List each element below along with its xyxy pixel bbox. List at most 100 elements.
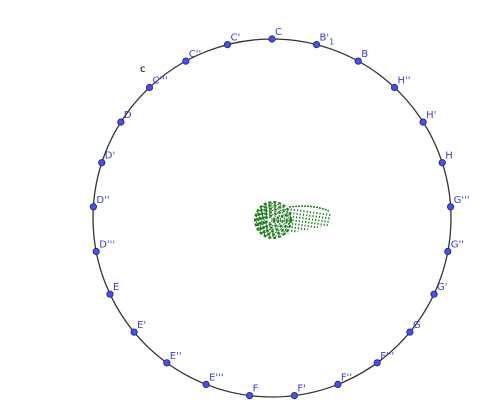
shell-hatch: [290, 208, 296, 233]
circle-point[interactable]: E: [106, 282, 120, 298]
point-marker[interactable]: [373, 359, 381, 367]
point-marker[interactable]: [354, 57, 362, 65]
point-label: E: [113, 282, 119, 293]
points-layer: C B'1B H'' H' H G''' G'' G' G F''' F'' F' F E''' E'' E'…: [89, 27, 470, 400]
point-marker[interactable]: [390, 83, 399, 92]
point-label: E'': [170, 351, 182, 362]
circle-point[interactable]: D': [98, 151, 116, 167]
point-label: G': [437, 282, 448, 293]
shell-ring: [266, 216, 273, 224]
circle-point[interactable]: D''': [92, 240, 115, 256]
circle-point[interactable]: G': [430, 282, 448, 298]
point-label: H: [445, 151, 453, 162]
shell-outline: [288, 205, 330, 212]
point-marker[interactable]: [182, 57, 190, 65]
shell-hatch: [326, 213, 331, 227]
shell-hatch: [287, 208, 292, 234]
shell-ring: [263, 213, 277, 227]
point-marker[interactable]: [406, 328, 414, 336]
circle-point[interactable]: D'': [89, 195, 110, 211]
point-label: E': [137, 320, 146, 331]
shell-hatch: [319, 212, 325, 228]
shell-hatch: [323, 213, 328, 227]
circle-point[interactable]: F'': [334, 372, 352, 388]
circle-point[interactable]: C''': [145, 76, 168, 92]
point-label: D': [105, 151, 115, 162]
shell-ring: [255, 203, 290, 237]
point-label: G'': [451, 240, 464, 251]
point-label: D''': [99, 240, 115, 251]
shell-ring: [258, 206, 286, 234]
circle-point[interactable]: E': [130, 320, 146, 336]
point-marker[interactable]: [246, 391, 254, 400]
point-marker[interactable]: [268, 35, 276, 43]
point-label: D'': [96, 195, 109, 206]
circle-point[interactable]: B'1: [312, 33, 335, 49]
circle-point[interactable]: H': [419, 110, 436, 126]
point-marker[interactable]: [444, 247, 452, 256]
point-label: F''': [380, 351, 394, 362]
circle-point[interactable]: C: [268, 27, 282, 43]
circle-point[interactable]: F': [290, 384, 306, 400]
point-marker[interactable]: [163, 359, 171, 367]
point-label: C: [275, 27, 282, 38]
circle-point[interactable]: C'': [182, 49, 202, 65]
point-marker[interactable]: [145, 83, 154, 92]
point-marker[interactable]: [438, 159, 446, 167]
shell-hatch: [297, 209, 302, 232]
point-label: C''': [153, 76, 168, 87]
point-marker[interactable]: [89, 203, 98, 211]
shell-hatch: [294, 209, 299, 233]
circle-point[interactable]: D: [117, 110, 132, 126]
center-shell-mark: [254, 201, 331, 239]
point-label: F': [297, 384, 306, 395]
shell-hatch: [313, 212, 318, 229]
point-marker[interactable]: [98, 159, 106, 167]
circle-c[interactable]: [92, 38, 452, 398]
shell-hatch: [307, 211, 312, 230]
shell-ring: [259, 207, 284, 233]
circle-point[interactable]: E''': [202, 372, 224, 388]
point-label: D: [124, 110, 132, 121]
circle-point[interactable]: F: [246, 384, 259, 400]
point-marker[interactable]: [92, 247, 100, 256]
point-marker[interactable]: [117, 118, 125, 126]
point-label: G''': [454, 195, 470, 206]
circle-point[interactable]: C': [223, 33, 241, 49]
circle-point[interactable]: B: [354, 49, 368, 65]
circle-point[interactable]: H'': [390, 76, 411, 92]
point-label: F: [253, 384, 259, 395]
shell-ring: [261, 211, 280, 229]
shell-ring: [261, 210, 281, 230]
point-label: H'': [398, 76, 411, 87]
point-marker[interactable]: [202, 380, 210, 388]
point-marker[interactable]: [334, 380, 342, 388]
point-label: G: [413, 320, 421, 331]
point-label: C': [231, 33, 241, 44]
point-label: B: [361, 49, 368, 60]
circle-point[interactable]: E'': [163, 351, 182, 367]
point-label: F'': [341, 372, 352, 383]
point-marker[interactable]: [223, 40, 232, 49]
shell-ring: [254, 201, 292, 239]
point-marker[interactable]: [312, 40, 321, 49]
circle-point[interactable]: G'': [444, 240, 464, 256]
shell-ring: [264, 214, 276, 226]
point-label: C'': [189, 49, 201, 60]
point-marker[interactable]: [419, 118, 427, 126]
circle-point[interactable]: G: [406, 320, 421, 336]
circle-point[interactable]: G''': [446, 195, 470, 211]
point-marker[interactable]: [130, 328, 138, 336]
shell-hatch: [310, 211, 315, 230]
circle-point[interactable]: H: [438, 151, 453, 167]
point-label: E''': [209, 372, 224, 383]
point-marker[interactable]: [446, 203, 455, 211]
point-marker[interactable]: [290, 391, 298, 400]
point-marker[interactable]: [106, 290, 114, 298]
point-marker[interactable]: [430, 290, 438, 298]
point-label: B'1: [320, 33, 335, 47]
shell-hatch: [284, 207, 289, 235]
shell-hatch: [303, 210, 308, 231]
circle-point[interactable]: F''': [373, 351, 394, 367]
